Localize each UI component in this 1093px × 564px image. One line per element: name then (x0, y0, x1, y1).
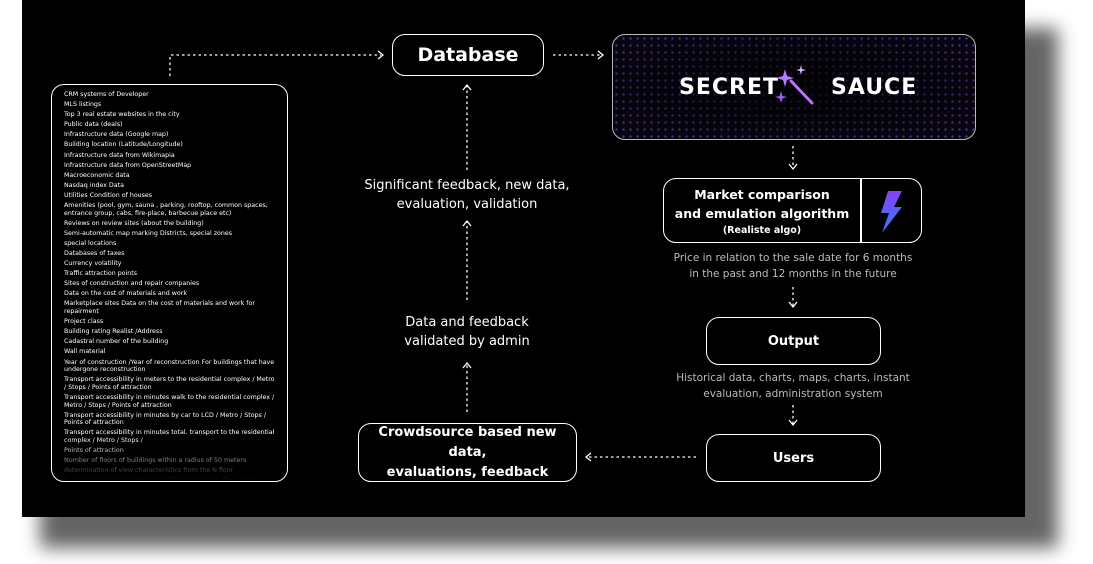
arrowhead-users (788, 419, 798, 427)
arrowhead-algo (788, 163, 798, 171)
users-label: Users (772, 450, 815, 466)
data-source-item: Project class (64, 318, 104, 326)
secret-label: SECRET (679, 75, 779, 100)
arrowhead-database (377, 50, 385, 60)
data-source-item: Data on the cost of materials and work (64, 290, 188, 298)
lightning-bolt-icon (881, 191, 902, 233)
users-node: Users (706, 434, 881, 482)
database-node: Database (392, 34, 544, 76)
output-caption: Historical data, charts, maps, charts, i… (676, 372, 910, 400)
data-source-item: Cadastral number of the building (64, 338, 169, 346)
arrowhead-db-bottom (462, 83, 472, 91)
data-source-item: Transport accessibility in minutes by ca… (64, 411, 266, 427)
arrowhead-crowd (584, 452, 592, 462)
arrowhead-secret (597, 50, 605, 60)
data-source-item: Traffic attraction points (64, 270, 138, 278)
price-caption: Price in relation to the sale date for 6… (673, 252, 913, 280)
feedback-label: Significant feedback, new data, evaluati… (364, 178, 570, 212)
data-source-item: Year of construction /Year of reconstruc… (64, 358, 275, 374)
arrowhead-feedback (462, 219, 472, 227)
data-source-item: Public data (deals) (64, 121, 123, 129)
algorithm-node: Market comparison and emulation algorith… (663, 178, 922, 243)
data-source-item: Transport accessibility in meters to the… (64, 376, 275, 391)
admin-validation-label: Data and feedback validated by admin (404, 315, 530, 349)
algorithm-subtitle: (Realiste algo) (722, 225, 802, 236)
data-source-item: Infrastructure data from Wikimapia (64, 151, 175, 159)
data-source-item: Transport accessibility in minutes walk … (64, 393, 275, 409)
output-node: Output (706, 317, 881, 365)
algorithm-title-line2: and emulation algorithm (674, 206, 850, 221)
data-source-item: Top 3 real estate websites in the city (64, 111, 180, 119)
database-label: Database (417, 44, 519, 66)
data-source-item: Wall material (64, 348, 106, 356)
data-source-item: Infrastructure data (Google map) (64, 131, 169, 139)
data-source-item: MLS listings (64, 101, 102, 109)
arrow-list-to-database (169, 54, 381, 76)
data-source-item: Utilities Condition of houses (64, 191, 153, 199)
crowdsource-node: Crowdsource based new data, evaluations,… (358, 423, 577, 482)
data-source-item: Building location (Latitude/Longitude) (64, 141, 183, 149)
data-source-item: Macroeconomic data (64, 171, 130, 179)
data-source-item: Databases of taxes (64, 250, 125, 257)
data-source-item: CRM systems of Developer (64, 91, 149, 98)
data-source-item: Building rating Realist /Address (64, 328, 163, 336)
data-source-item: Amenities (pool, gym, sauna , parking, r… (64, 202, 268, 217)
algorithm-title-line1: Market comparison (694, 187, 830, 202)
data-source-item: Reviews on review sites (about the build… (64, 219, 204, 227)
data-source-item: Semi-automatic map marking Districts, sp… (64, 229, 233, 237)
secret-sauce-node: SECRET SAUCE (612, 34, 976, 140)
arrowhead-admin (462, 361, 472, 369)
magic-wand-icon (775, 65, 814, 105)
data-source-item: Infrastructure data from OpenStreetMap (64, 161, 192, 169)
data-source-item: Marketplace sites Data on the cost of ma… (64, 300, 255, 316)
output-label: Output (767, 333, 820, 349)
data-source-item: Nasdaq index Data (64, 181, 124, 189)
sauce-label: SAUCE (831, 75, 918, 100)
data-source-item: Sites of construction and repair compani… (64, 280, 200, 288)
data-source-item: special locations (64, 239, 117, 247)
arrowhead-output (788, 301, 798, 309)
data-source-item: Currency volatility (64, 260, 122, 268)
